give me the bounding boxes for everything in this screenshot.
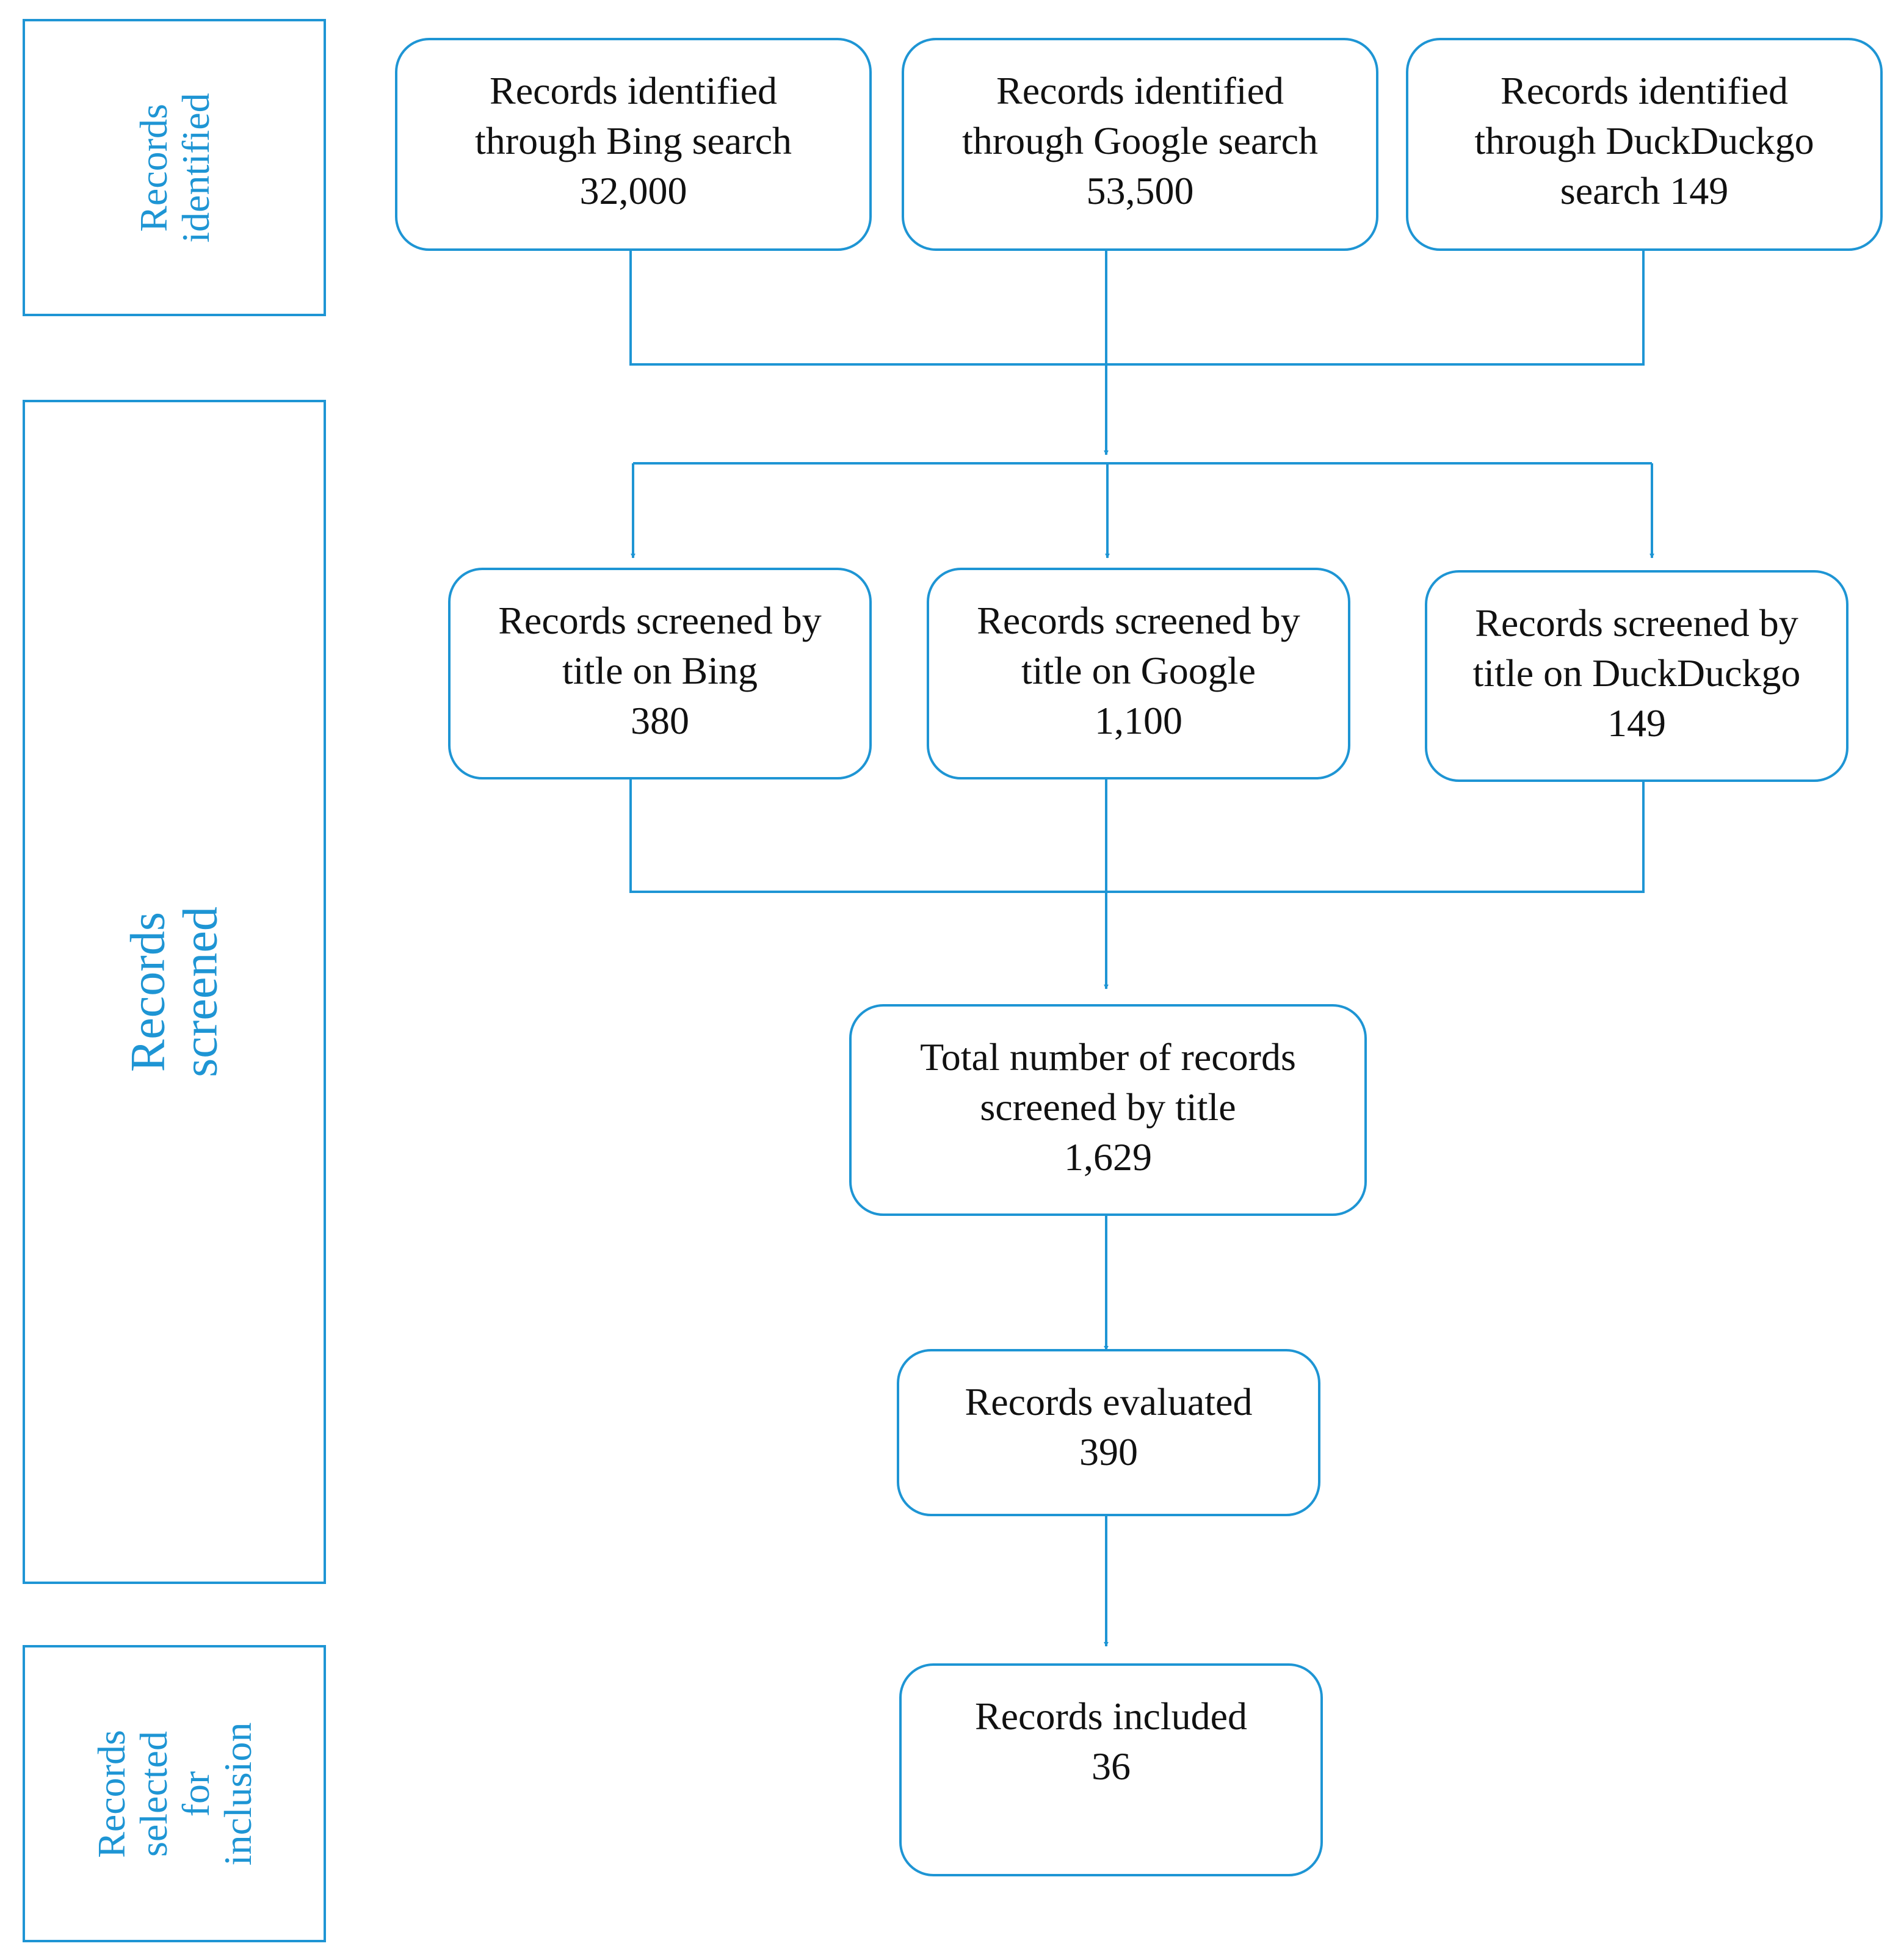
node-duck-identified: Records identified through DuckDuckgo se… (1406, 38, 1883, 251)
node-included: Records included 36 (899, 1663, 1323, 1876)
stage-selected: Records selected for inclusion (23, 1645, 326, 1942)
node-google-identified: Records identified through Google search… (902, 38, 1378, 251)
node-bing-screened: Records screened by title on Bing 380 (448, 568, 872, 779)
node-duck-screened: Records screened by title on DuckDuckgo … (1425, 570, 1848, 782)
stage-identified-label: Records identified (131, 92, 217, 243)
merge-identified-line (629, 251, 1645, 366)
node-evaluated: Records evaluated 390 (897, 1349, 1320, 1516)
node-bing-identified: Records identified through Bing search 3… (395, 38, 872, 251)
merge-screened-line (629, 779, 1645, 893)
node-google-screened: Records screened by title on Google 1,10… (927, 568, 1350, 779)
stage-screened: Records screened (23, 400, 326, 1584)
stage-screened-label: Records screened (121, 906, 228, 1077)
stage-selected-label: Records selected for inclusion (89, 1722, 259, 1865)
node-total-screened: Total number of records screened by titl… (849, 1004, 1367, 1216)
stage-identified: Records identified (23, 19, 326, 316)
